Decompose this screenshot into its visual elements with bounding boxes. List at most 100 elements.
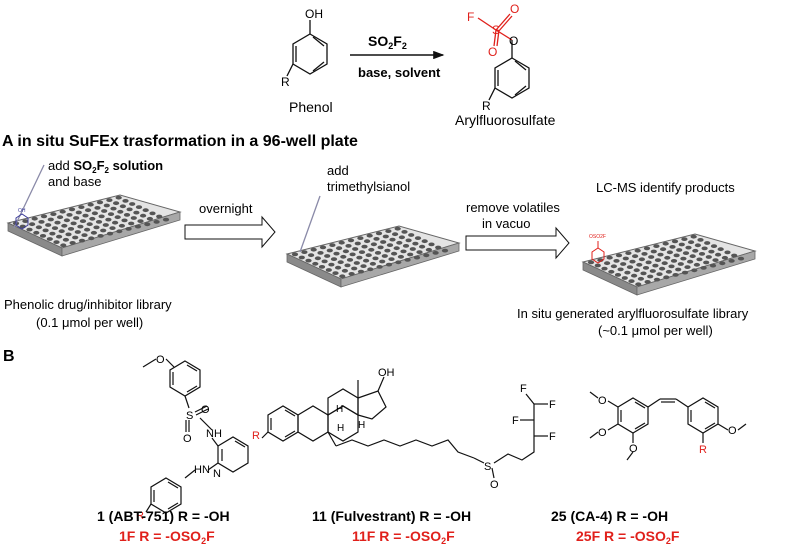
plate1-oh-label: OH	[18, 208, 26, 214]
well	[374, 251, 382, 255]
right-caption-line2: (~0.1 μmol per well)	[598, 323, 713, 338]
well	[115, 195, 122, 200]
well	[416, 250, 423, 255]
structure-fulvestrant	[261, 376, 548, 479]
well	[404, 258, 411, 262]
compound-11-name: 11 (Fulvestrant) R = -OH	[312, 508, 471, 524]
well	[689, 254, 696, 259]
well	[710, 244, 718, 249]
well	[40, 214, 48, 219]
well	[72, 235, 79, 240]
well	[647, 274, 654, 279]
well	[637, 276, 645, 281]
well	[328, 262, 335, 267]
well	[345, 244, 352, 248]
well	[645, 260, 652, 265]
well	[46, 237, 53, 241]
well	[407, 252, 414, 257]
well	[116, 229, 123, 234]
well	[608, 269, 615, 274]
product-o1-label: O	[510, 2, 519, 16]
well	[353, 261, 360, 265]
well	[604, 261, 611, 266]
well	[601, 266, 608, 271]
product-f-label: F	[467, 10, 474, 24]
well	[423, 253, 430, 258]
well	[660, 247, 667, 252]
well	[113, 201, 120, 206]
well	[96, 200, 104, 205]
well	[621, 276, 628, 280]
well	[389, 237, 396, 242]
well	[349, 252, 356, 257]
well	[670, 259, 678, 263]
reaction-scheme: OH R Phenol SO2F2 base, solvent F S O O …	[281, 2, 556, 128]
abt-nh-label: NH	[206, 428, 222, 440]
well	[66, 213, 73, 217]
well	[58, 229, 65, 234]
well	[122, 199, 129, 203]
well	[414, 236, 422, 241]
well	[107, 212, 115, 217]
well	[97, 234, 104, 238]
well	[690, 234, 697, 239]
arylfluorosulfate-structure	[477, 13, 530, 101]
well	[728, 259, 735, 263]
well	[363, 258, 370, 263]
well	[22, 219, 29, 224]
well	[400, 249, 407, 254]
well	[121, 218, 128, 223]
well	[613, 259, 620, 263]
well	[354, 241, 361, 246]
pipette-2	[299, 195, 321, 253]
well	[388, 257, 395, 261]
well	[594, 263, 601, 268]
well	[77, 224, 84, 229]
well	[693, 262, 701, 267]
well	[654, 258, 662, 262]
well	[85, 208, 92, 213]
well	[47, 217, 54, 222]
well	[412, 241, 419, 246]
well	[101, 209, 108, 213]
well	[652, 263, 659, 268]
left-caption-line2: (0.1 μmol per well)	[36, 315, 143, 330]
ca4-o1-label: O	[598, 395, 607, 407]
well	[656, 272, 663, 276]
well	[715, 252, 722, 257]
step3-label: LC-MS identify products	[596, 180, 735, 195]
well	[337, 260, 344, 265]
well	[112, 220, 119, 225]
step2-line1: add	[327, 163, 349, 178]
fulv-f1-label: F	[520, 383, 527, 395]
ca4-o3-label: O	[629, 443, 638, 455]
abt-r-label: R	[136, 510, 144, 522]
well	[676, 248, 683, 252]
well	[691, 268, 698, 273]
well	[128, 221, 135, 226]
well	[367, 267, 374, 272]
well	[54, 220, 61, 225]
well	[724, 250, 731, 255]
well	[319, 245, 327, 250]
well	[635, 282, 642, 287]
well	[89, 216, 96, 221]
well	[339, 274, 346, 279]
product-o2-label: O	[488, 45, 497, 59]
well	[379, 259, 386, 264]
step2-line2: trimethylsianol	[327, 179, 410, 194]
well	[45, 223, 52, 227]
well	[88, 236, 95, 241]
well	[364, 239, 371, 244]
well	[698, 252, 706, 256]
well	[348, 272, 355, 276]
well	[60, 243, 67, 248]
well	[653, 244, 660, 249]
structure-ca-4	[589, 391, 747, 461]
well	[98, 214, 105, 219]
well	[587, 260, 595, 265]
well	[90, 230, 97, 235]
well	[376, 265, 383, 269]
well	[87, 202, 94, 207]
